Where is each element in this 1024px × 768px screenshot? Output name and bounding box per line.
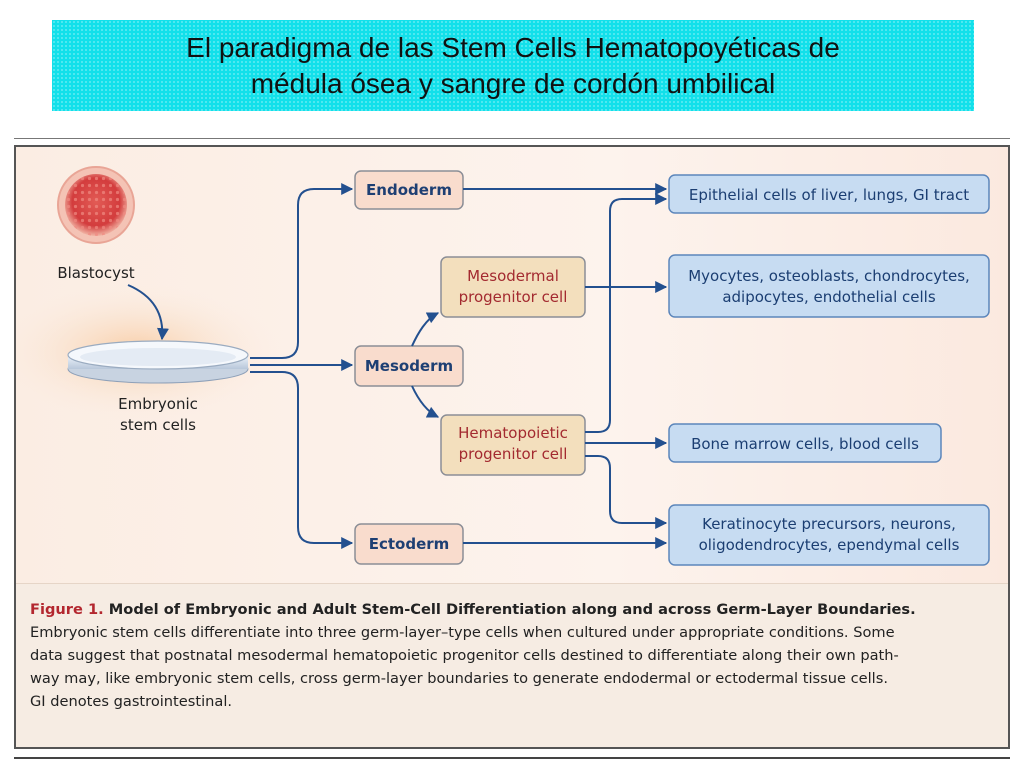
mesodermal-progenitor-box [440, 256, 586, 318]
myocytes-label-line-2: adipocytes, endothelial cells [722, 288, 935, 306]
caption-figure-label: Figure 1. [30, 601, 104, 618]
petri-dish-icon [67, 340, 249, 384]
myocytes-label-line-1: Myocytes, osteoblasts, chondrocytes, [688, 267, 970, 285]
mesodermal-progenitor-label-line-1: Mesodermal [467, 267, 559, 285]
blastocyst-icon [57, 166, 135, 244]
mesoderm-box [354, 345, 464, 387]
bone-marrow-label: Bone marrow cells, blood cells [691, 435, 919, 453]
embryonic-stem-cells-label-line-2: stem cells [120, 416, 196, 434]
hematopoietic-progenitor-label-line-1: Hematopoietic [458, 424, 568, 442]
slide-title: El paradigma de las Stem Cells Hematopoy… [52, 20, 974, 111]
epithelial-box [668, 174, 990, 214]
dish-to-endoderm-arrow [250, 183, 354, 359]
hematopoietic-progenitor-label-line-2: progenitor cell [459, 445, 568, 463]
blastocyst-to-dish-arrow [127, 284, 169, 341]
caption-line-4: GI denotes gastrointestinal. [30, 693, 233, 710]
epithelial-label: Epithelial cells of liver, lungs, GI tra… [689, 186, 969, 204]
mesoderm-to-mesodermal-progenitor-arrow [411, 312, 440, 347]
bone-marrow-box [668, 423, 942, 463]
differentiation-diagram: Blastocyst Embryonic stem cells Endoderm… [16, 166, 990, 566]
dish-to-ectoderm-arrow [250, 371, 354, 549]
caption-line-2: data suggest that postnatal mesodermal h… [30, 647, 899, 664]
caption-line-3: way may, like embryonic stem cells, cros… [30, 670, 888, 687]
figure-caption: Figure 1. Model of Embryonic and Adult S… [16, 583, 1008, 747]
hematopoietic-to-epithelial-arrow [585, 193, 668, 433]
myocytes-box [668, 254, 990, 318]
blastocyst-label: Blastocyst [57, 264, 134, 282]
caption-title: Model of Embryonic and Adult Stem-Cell D… [108, 601, 916, 618]
slide-title-line-2: médula ósea y sangre de cordón umbilical [250, 67, 776, 99]
endoderm-label: Endoderm [366, 181, 452, 199]
top-divider [14, 138, 1010, 139]
keratinocyte-box [668, 504, 990, 566]
figure-panel: Blastocyst Embryonic stem cells Endoderm… [14, 145, 1010, 749]
slide-title-line-1: El paradigma de las Stem Cells Hematopoy… [186, 31, 840, 63]
mesoderm-label: Mesoderm [365, 357, 453, 375]
mesodermal-progenitor-label-line-2: progenitor cell [459, 288, 568, 306]
caption-heading: Figure 1. Model of Embryonic and Adult S… [30, 598, 1008, 621]
hematopoietic-to-keratinocyte-arrow [585, 455, 668, 529]
embryonic-stem-cells-label-line-1: Embryonic [118, 395, 198, 413]
bottom-divider [14, 757, 1010, 759]
ectoderm-label: Ectoderm [369, 535, 450, 553]
mesoderm-to-hematopoietic-progenitor-arrow [411, 385, 440, 418]
keratinocyte-label-line-1: Keratinocyte precursors, neurons, [702, 515, 956, 533]
caption-line-1: Embryonic stem cells differentiate into … [30, 624, 895, 641]
hematopoietic-progenitor-box [440, 414, 586, 476]
keratinocyte-label-line-2: oligodendrocytes, ependymal cells [699, 536, 960, 554]
